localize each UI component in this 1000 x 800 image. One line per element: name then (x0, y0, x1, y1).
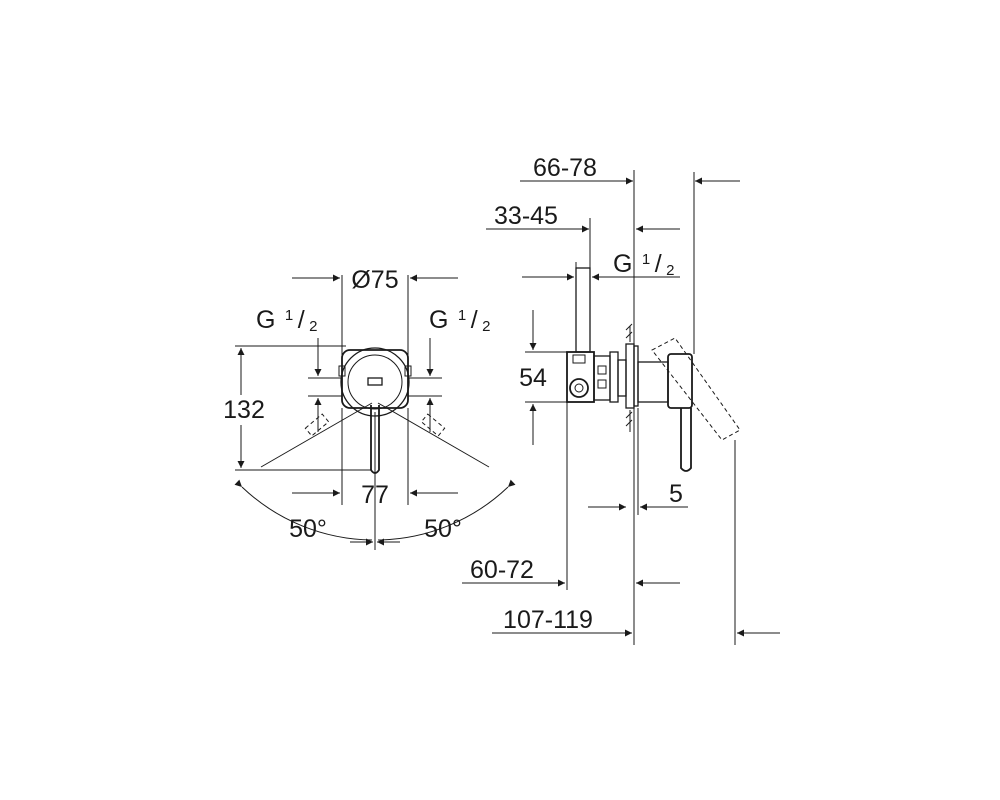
side-dim-top-label: 66-78 (533, 154, 597, 182)
side-plate-label: 5 (669, 480, 683, 508)
side-view: 66-78 33-45 G 1 / 2 54 5 60-72 (462, 154, 780, 645)
front-angle-left-label: 50° (289, 515, 327, 543)
front-view: Ø75 G 1 / 2 G 1 / 2 132 (223, 266, 516, 550)
front-height-label: 132 (223, 396, 265, 424)
side-dim-lower-label: 60-72 (470, 556, 534, 584)
front-valve-body (338, 347, 412, 417)
side-thread-label: G 1 / 2 (613, 250, 674, 279)
front-thread-right-label: G 1 / 2 (429, 306, 490, 335)
side-height-label: 54 (519, 364, 547, 392)
side-valve-body (566, 267, 741, 472)
side-dim-mid-label: 33-45 (494, 202, 558, 230)
side-dim-bottom-label: 107-119 (503, 606, 593, 634)
front-thread-left-label: G 1 / 2 (256, 306, 317, 335)
front-angle-right-label: 50° (424, 515, 462, 543)
front-diameter-label: Ø75 (351, 266, 398, 294)
